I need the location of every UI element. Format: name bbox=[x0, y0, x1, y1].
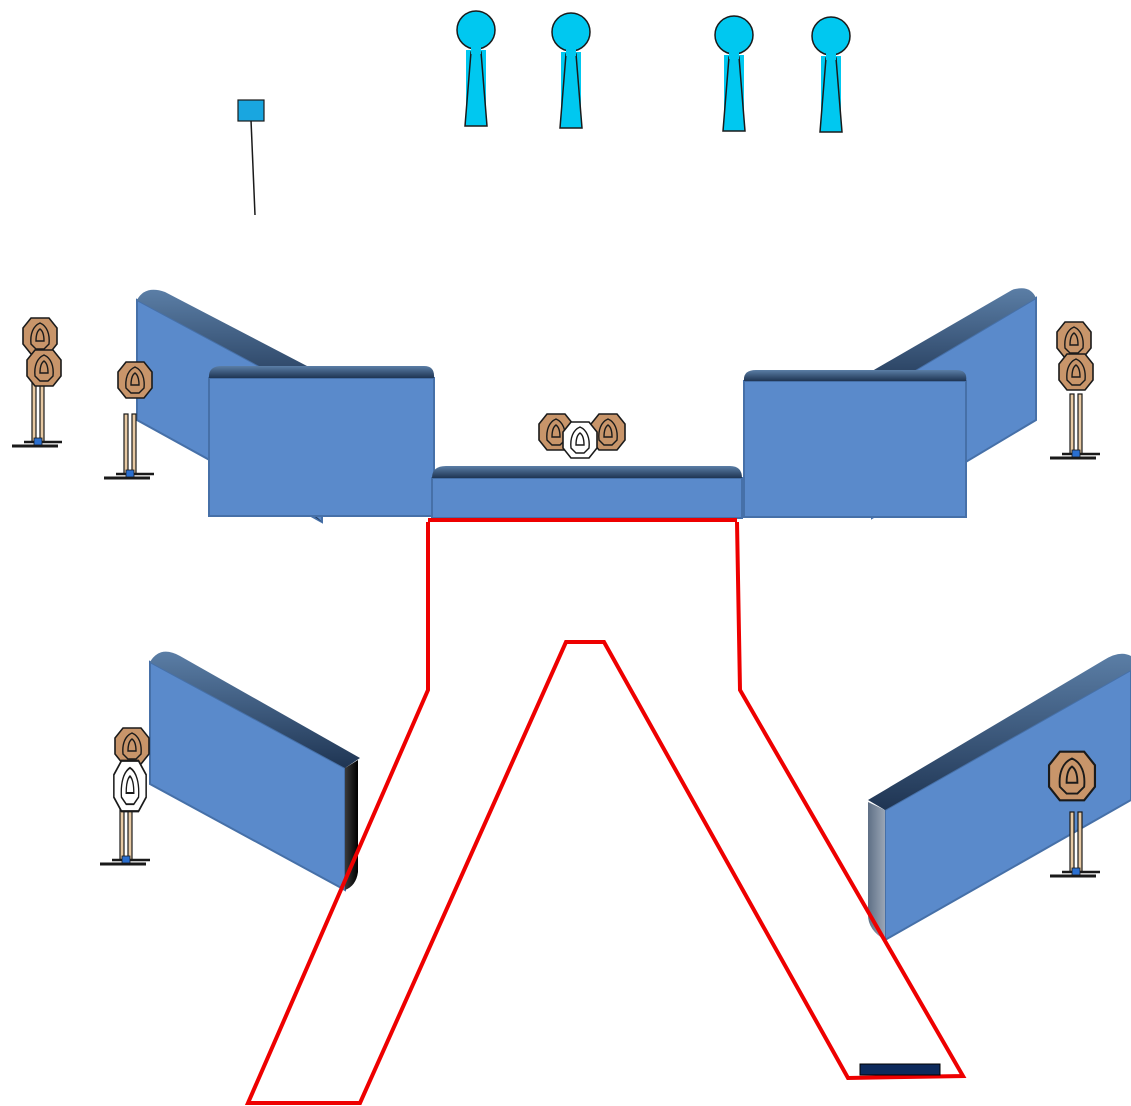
wall-back-left bbox=[208, 366, 435, 517]
target-group-lower-left bbox=[98, 727, 152, 866]
wall-back-right bbox=[743, 370, 967, 518]
target-group-far-left bbox=[10, 317, 64, 448]
flag-marker bbox=[237, 99, 265, 216]
start-box bbox=[859, 1063, 941, 1076]
popper-2 bbox=[551, 12, 591, 129]
popper-4 bbox=[811, 16, 851, 133]
fault-lines bbox=[244, 518, 967, 1105]
popper-3 bbox=[714, 15, 754, 132]
target-group-far-right bbox=[1048, 321, 1102, 460]
popper-1 bbox=[456, 10, 496, 127]
wall-front-right bbox=[868, 653, 1131, 942]
fault-line-left bbox=[244, 521, 967, 1105]
wall-center-low bbox=[431, 466, 743, 519]
target-group-center bbox=[538, 413, 626, 459]
wall-front-left bbox=[149, 651, 360, 892]
